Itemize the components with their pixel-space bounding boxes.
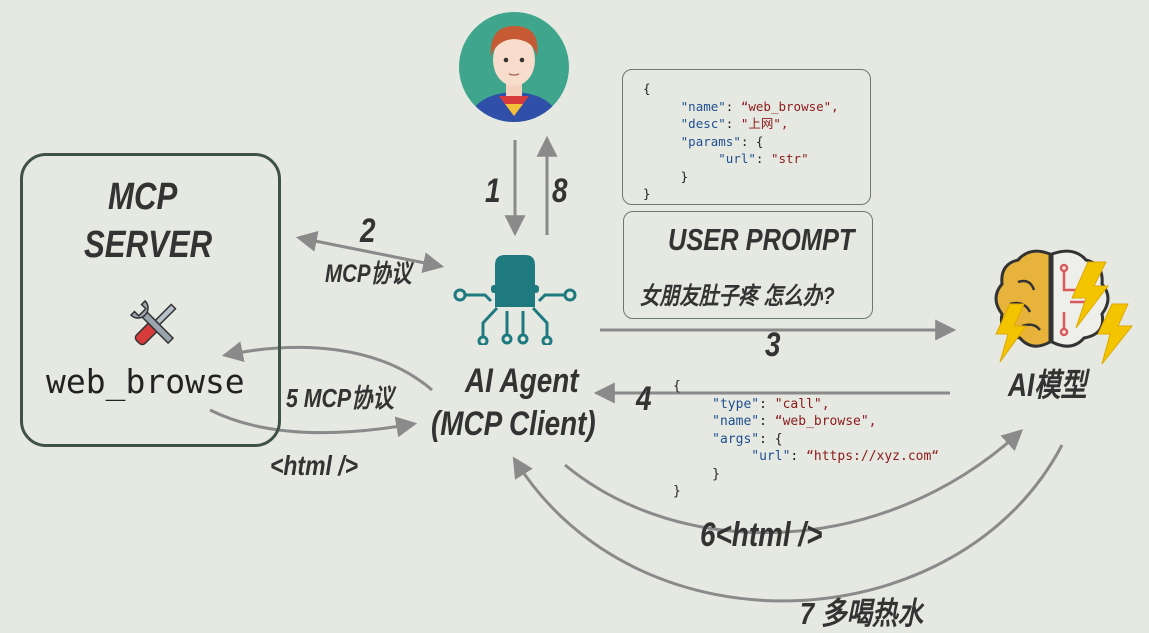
arrow-step-7 <box>512 444 1064 603</box>
call-name-key: "name" <box>712 414 760 429</box>
arrow-html-return <box>209 408 418 438</box>
schema-params-key: "params" <box>680 133 741 149</box>
user-avatar <box>459 12 569 122</box>
arrow-step-2 <box>295 230 445 274</box>
schema-name-value: “web_browse", <box>740 98 839 114</box>
tool-schema-box <box>622 69 871 205</box>
call-url-value: “https://xyz.com“ <box>806 449 940 464</box>
call-type-value: "call", <box>774 396 830 412</box>
user-prompt-text: 女朋友肚子疼 怎么办? <box>640 283 835 310</box>
step-1-label: 1 <box>485 172 501 210</box>
schema-open-brace: { <box>643 81 651 96</box>
call-args-key: "args" <box>712 431 760 447</box>
step-5-label: 5 MCP协议 <box>286 383 394 413</box>
ai-model-label: AI模型 <box>1008 367 1087 403</box>
html-return-label: <html /> <box>270 450 359 481</box>
call-json: { "type": "call", "name": “web_browse", … <box>673 379 940 499</box>
step-2-label: 2 <box>360 212 376 250</box>
call-args-close: } <box>712 466 720 482</box>
step-4-label: 4 <box>636 380 652 418</box>
arrow-step-6 <box>564 429 1024 535</box>
step-3-label: 3 <box>765 326 781 364</box>
call-open-brace: { <box>673 379 681 394</box>
call-name-value: “web_browse", <box>774 414 877 429</box>
server-title-line1: MCP <box>108 176 178 218</box>
step-6-label: 6<html /> <box>700 516 823 554</box>
call-args-open: : { <box>759 431 783 447</box>
step-8-label: 8 <box>552 172 568 210</box>
schema-params-open: : { <box>740 133 764 149</box>
agent-label-line2: (MCP Client) <box>431 405 596 443</box>
schema-url-key: "url" <box>718 151 756 166</box>
schema-params-close: } <box>680 168 689 184</box>
call-type-key: "type" <box>712 396 760 412</box>
agent-label-line1: AI Agent <box>465 362 579 400</box>
mcp-server-box <box>20 153 281 447</box>
tool-name-web-browse: web_browse <box>46 362 245 401</box>
schema-desc-key: "desc" <box>680 116 726 131</box>
user-prompt-box <box>623 211 873 319</box>
schema-name-key: "name" <box>680 98 726 114</box>
step-2-protocol-label: MCP协议 <box>325 260 412 288</box>
step-7-label: 7 多喝热水 <box>800 596 923 631</box>
call-url-key: "url" <box>751 449 791 464</box>
schema-url-value: "str" <box>770 151 809 166</box>
call-close-brace: } <box>673 484 681 499</box>
agent-octopus-icon <box>453 255 577 345</box>
tools-icon <box>129 299 177 346</box>
schema-desc-value: "上网", <box>740 116 789 131</box>
user-prompt-title: USER PROMPT <box>668 222 855 257</box>
brain-icon <box>994 249 1134 365</box>
tool-schema-json: { "name": “web_browse", "desc": "上网", "p… <box>643 81 839 201</box>
server-title-line2: SERVER <box>84 224 213 266</box>
arrow-step-5 <box>221 341 433 392</box>
schema-close-brace: } <box>643 186 651 201</box>
